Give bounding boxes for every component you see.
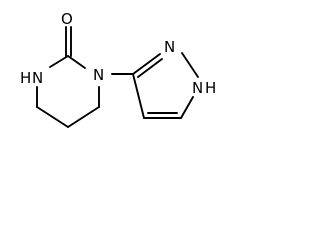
atom-n3-h: H xyxy=(20,69,31,87)
bond-c4-c5 xyxy=(36,106,69,128)
bond-c2-n1 xyxy=(67,55,86,69)
atom-o: O xyxy=(61,10,73,28)
bond-pzc3-n2-double xyxy=(137,58,163,78)
molecule-drawing: O H N N N N H xyxy=(20,10,216,128)
bond-c5-c6 xyxy=(67,106,100,128)
atom-pyrazole-n1: N xyxy=(192,79,203,97)
atom-labels: O H N N N N H xyxy=(20,10,216,97)
atom-pyrazole-n2: N xyxy=(164,38,175,56)
bond-pzn1-pzc5 xyxy=(180,96,194,119)
atom-pyrazole-n1-h: H xyxy=(205,79,216,97)
atom-n3: N xyxy=(32,69,43,87)
bond-pzn2-pzn1 xyxy=(181,52,199,78)
bond-pzc4-pzc3 xyxy=(132,73,145,119)
structure-diagram: O H N N N N H xyxy=(0,0,249,153)
atom-n1: N xyxy=(93,66,104,84)
bonds xyxy=(36,26,199,128)
bond-c2-n3 xyxy=(49,55,69,68)
bond-pzc3-n2 xyxy=(132,53,161,75)
